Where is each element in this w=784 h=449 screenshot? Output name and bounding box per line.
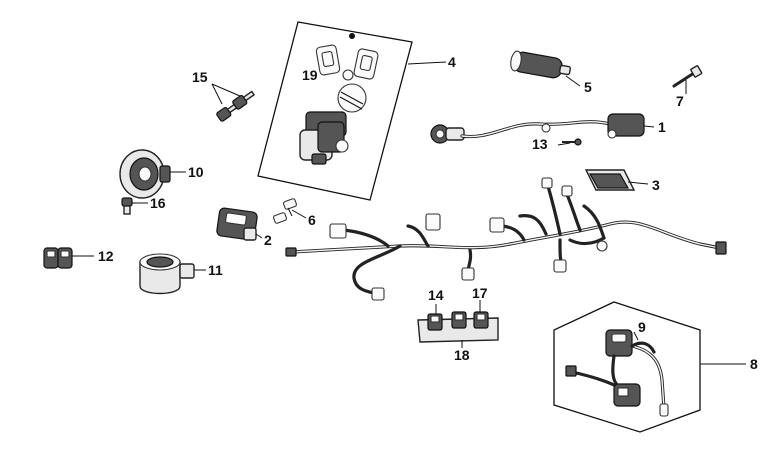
callout-19: 19 xyxy=(302,67,318,83)
part-4-ignition-switch-set[interactable] xyxy=(257,21,413,201)
callout-9: 9 xyxy=(638,319,646,335)
callout-17: 17 xyxy=(472,285,488,301)
key-pair-icon xyxy=(315,44,379,81)
part-6-clips[interactable] xyxy=(273,198,297,224)
callout-labels: 1 2 3 4 5 6 7 8 9 10 11 12 13 14 15 16 1… xyxy=(98,54,758,372)
callout-10: 10 xyxy=(188,164,204,180)
part-13-screw[interactable] xyxy=(562,138,582,146)
part-3-tag[interactable] xyxy=(584,169,636,191)
part-7-bolt[interactable] xyxy=(672,65,703,88)
callout-7: 7 xyxy=(676,93,684,109)
part-11-buzzer[interactable] xyxy=(139,253,195,295)
callout-15: 15 xyxy=(192,69,208,85)
callout-5: 5 xyxy=(584,79,592,95)
callout-16: 16 xyxy=(150,195,166,211)
callout-2: 2 xyxy=(264,232,272,248)
callout-18: 18 xyxy=(454,347,470,363)
callout-6: 6 xyxy=(308,212,316,228)
part-15-screws[interactable] xyxy=(216,89,256,122)
part-12-connector-block[interactable] xyxy=(43,247,73,269)
part-1-ignition-coil[interactable] xyxy=(430,113,645,144)
part-2-relay[interactable] xyxy=(216,207,258,241)
callout-12: 12 xyxy=(98,248,114,264)
leader-lines xyxy=(72,61,746,365)
part-16-bolt[interactable] xyxy=(121,197,133,215)
part-10-horn[interactable] xyxy=(119,149,171,199)
part-18-fuse-holder[interactable] xyxy=(417,311,499,343)
callout-11: 11 xyxy=(208,262,223,278)
callout-8: 8 xyxy=(750,356,758,372)
part-5-connector[interactable] xyxy=(509,50,572,79)
callout-3: 3 xyxy=(652,177,660,193)
main-wire-harness[interactable] xyxy=(285,177,727,301)
ignition-body-icon xyxy=(299,111,349,165)
part-8-battery-cable-set[interactable] xyxy=(553,301,701,433)
lock-cap-icon xyxy=(337,83,367,113)
callout-13: 13 xyxy=(532,136,548,152)
callout-14: 14 xyxy=(428,287,444,303)
callout-1: 1 xyxy=(658,119,666,135)
callout-4: 4 xyxy=(448,54,456,70)
